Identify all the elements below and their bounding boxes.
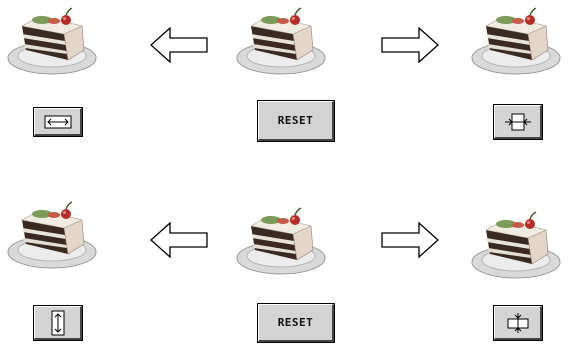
reset-button-label: RESET bbox=[277, 316, 314, 329]
arrow-right-icon bbox=[381, 222, 439, 258]
cake-image-center bbox=[236, 7, 326, 75]
cake-image-left bbox=[7, 201, 97, 269]
reset-button[interactable]: RESET bbox=[257, 303, 335, 343]
cake-image-center bbox=[236, 207, 326, 275]
shrink-vertical-icon bbox=[507, 312, 528, 333]
stretch-horizontal-icon bbox=[44, 115, 71, 128]
shrink-horizontal-button[interactable] bbox=[493, 104, 543, 140]
stretch-horizontal-button[interactable] bbox=[33, 107, 83, 137]
arrow-left-icon bbox=[150, 27, 208, 63]
cake-image-left bbox=[7, 7, 97, 75]
stretch-vertical-button[interactable] bbox=[33, 305, 83, 341]
shrink-vertical-button[interactable] bbox=[493, 305, 543, 341]
cake-image-right bbox=[471, 211, 561, 279]
reset-button[interactable]: RESET bbox=[257, 100, 335, 142]
reset-button-label: RESET bbox=[277, 114, 314, 127]
arrow-left-icon bbox=[150, 222, 208, 258]
stretch-vertical-icon bbox=[51, 310, 64, 335]
shrink-horizontal-icon bbox=[504, 113, 531, 130]
cake-image-right bbox=[471, 7, 561, 75]
arrow-right-icon bbox=[381, 27, 439, 63]
